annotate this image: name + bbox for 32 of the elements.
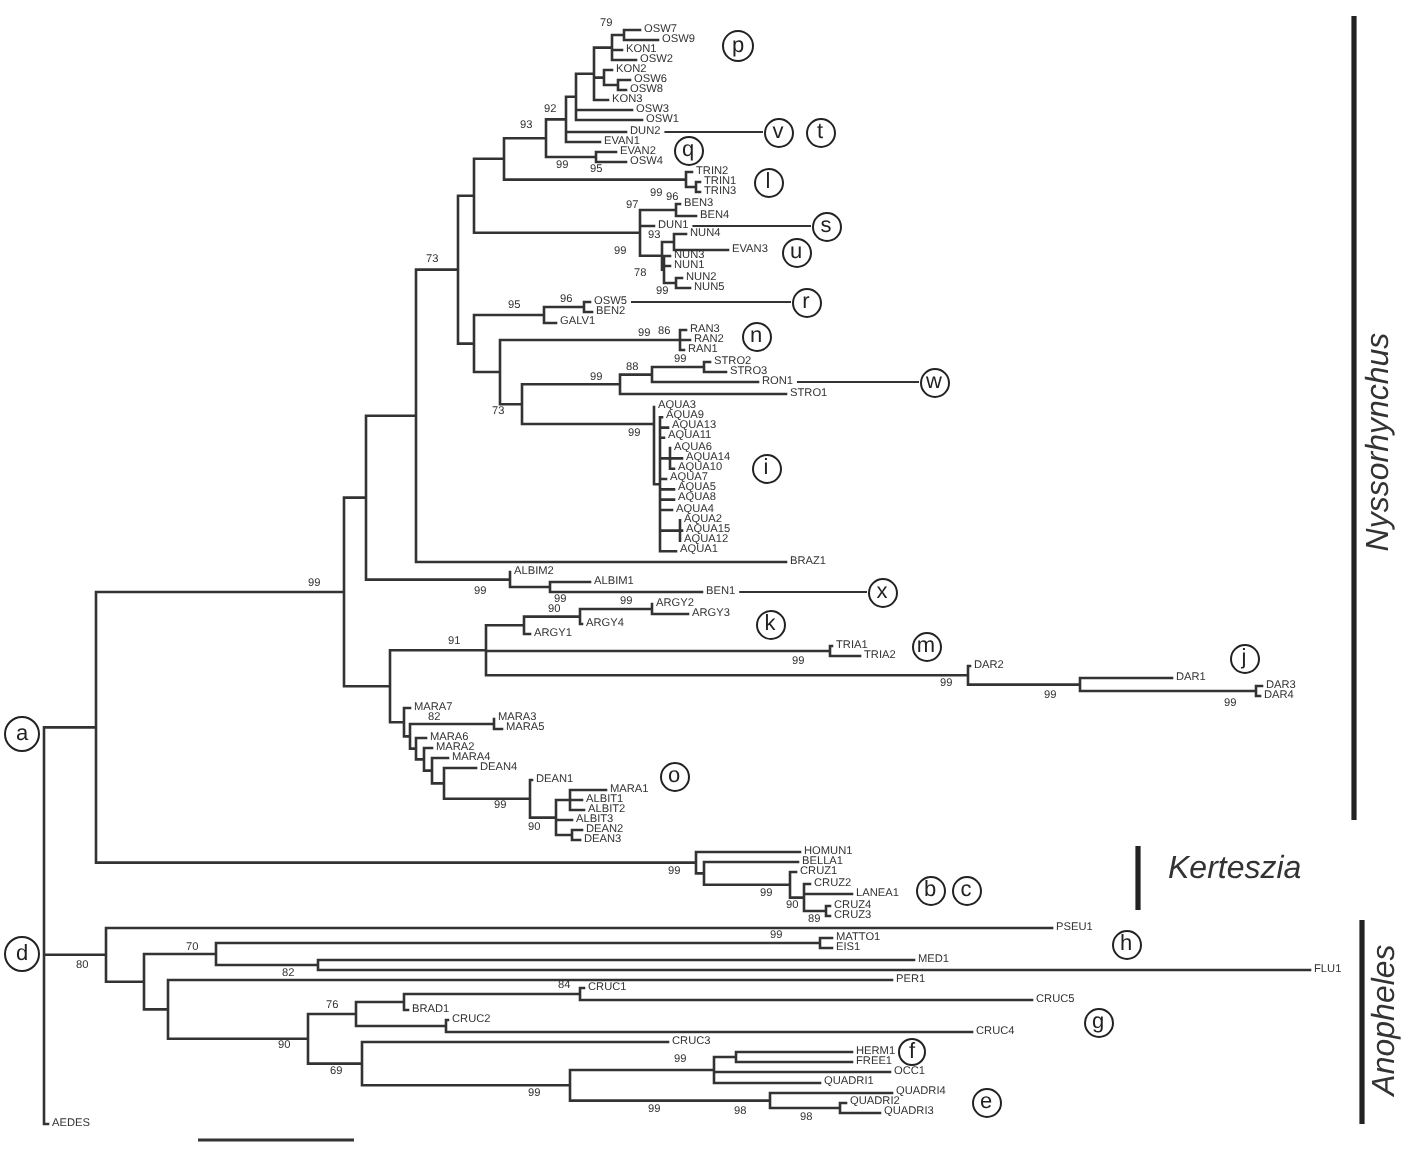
circled-letter: k	[755, 609, 785, 639]
leader-line	[738, 591, 868, 593]
circled-letter: g	[1083, 1007, 1113, 1037]
clade-name: Anopheles	[1368, 944, 1404, 1096]
circled-letter: s	[811, 211, 841, 241]
circled-letter: t	[805, 117, 835, 147]
leader-line	[796, 381, 920, 383]
circled-letter: h	[1111, 929, 1141, 959]
circled-letter: c	[951, 875, 981, 905]
circled-letter: m	[911, 631, 941, 661]
circled-letter: i	[751, 453, 781, 483]
circled-letter: v	[763, 117, 793, 147]
clade-name: Nyssorhynchus	[1362, 332, 1398, 552]
leader-line	[691, 225, 812, 227]
clade-name: Kerteszia	[1168, 852, 1302, 888]
leader-line	[630, 301, 792, 303]
circled-letter: l	[753, 167, 783, 197]
circled-letter: e	[971, 1087, 1001, 1117]
circled-letter: j	[1229, 643, 1259, 673]
circled-letter: d	[4, 936, 40, 972]
circled-letter: a	[4, 716, 40, 752]
circled-letter: x	[867, 577, 897, 607]
circled-letter: o	[659, 761, 689, 791]
circled-letter: u	[781, 237, 811, 267]
leader-line	[663, 131, 764, 133]
circled-letter: n	[741, 321, 771, 351]
circled-letter: b	[915, 875, 945, 905]
circled-letter: f	[898, 1038, 926, 1066]
circled-letter: r	[791, 287, 821, 317]
circled-letter: q	[673, 136, 703, 166]
circled-letter: p	[722, 30, 754, 62]
circled-letter: w	[919, 367, 949, 397]
